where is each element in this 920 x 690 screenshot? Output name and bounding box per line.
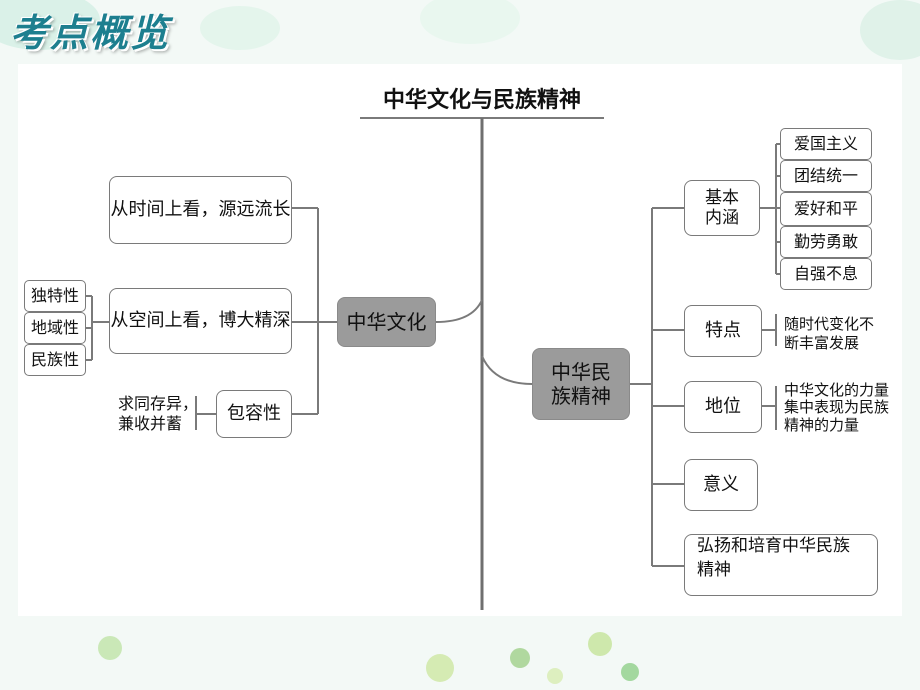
connotation-diligence: 勤劳勇敢 <box>780 226 872 258</box>
trait-uniqueness: 独特性 <box>24 280 86 312</box>
node-inclusiveness: 包容性 <box>216 390 292 438</box>
section-title: 考点概览 <box>10 11 171 55</box>
node-national-spirit-line-2: 族精神 <box>551 384 611 408</box>
node-space-perspective-label: 从空间上看，博大精深 <box>110 310 291 332</box>
connotation-unity-label: 团结统一 <box>793 166 858 186</box>
connotation-patriotism-label: 爱国主义 <box>793 134 858 154</box>
root-node: 中华文化与民族精神 <box>382 88 581 113</box>
node-significance-label: 意义 <box>703 474 739 496</box>
trait-uniqueness-label: 独特性 <box>30 286 79 306</box>
connotation-unity: 团结统一 <box>780 160 872 192</box>
trait-ethnicity-label: 民族性 <box>30 350 79 370</box>
node-promote-spirit-line-1: 弘扬和培育中华民族 <box>697 536 850 556</box>
inclusive-note: 求同存异， 兼收并蓄 <box>118 394 198 434</box>
node-basic-connotation-line-1: 基本 <box>705 187 739 208</box>
node-features: 特点 <box>684 305 762 357</box>
node-basic-connotation-line-2: 内涵 <box>705 208 739 228</box>
connotation-patriotism: 爱国主义 <box>780 128 872 160</box>
leaf-decoration-top <box>0 0 920 60</box>
connotation-peace: 爱好和平 <box>780 192 872 226</box>
trait-regionality: 地域性 <box>24 312 86 344</box>
features-note: 随时代变化不 断丰富发展 <box>784 315 896 353</box>
node-status-label: 地位 <box>705 396 741 418</box>
inclusive-note-line-2: 兼收并蓄 <box>118 414 183 433</box>
node-space-perspective: 从空间上看，博大精深 <box>109 288 292 354</box>
node-promote-spirit: 弘扬和培育中华民族 精神 <box>684 534 878 596</box>
flower-decoration-bottom <box>98 632 639 684</box>
status-note: 中华文化的力量 集中表现为民族 精神的力量 <box>784 381 902 434</box>
inclusive-note-line-1: 求同存异， <box>118 394 199 413</box>
node-chinese-culture-label: 中华文化 <box>346 310 427 334</box>
node-inclusiveness-label: 包容性 <box>227 403 281 425</box>
connotation-diligence-label: 勤劳勇敢 <box>793 232 858 252</box>
connotation-peace-label: 爱好和平 <box>793 199 858 219</box>
status-note-line-3: 精神的力量 <box>784 415 860 434</box>
node-time-perspective: 从时间上看，源远流长 <box>109 176 292 244</box>
node-national-spirit: 中华民 族精神 <box>532 348 630 420</box>
connotation-self-improvement: 自强不息 <box>780 258 872 290</box>
features-note-line-1: 随时代变化不 <box>784 315 875 333</box>
trait-ethnicity: 民族性 <box>24 344 86 376</box>
trait-regionality-label: 地域性 <box>30 318 79 338</box>
node-time-perspective-label: 从时间上看，源远流长 <box>110 199 291 221</box>
node-features-label: 特点 <box>705 320 741 342</box>
status-note-line-2: 集中表现为民族 <box>784 398 890 417</box>
node-status: 地位 <box>684 381 762 433</box>
node-significance: 意义 <box>684 459 758 511</box>
features-note-line-2: 断丰富发展 <box>784 333 860 352</box>
node-chinese-culture: 中华文化 <box>337 297 436 347</box>
node-national-spirit-line-1: 中华民 <box>551 360 611 384</box>
node-promote-spirit-line-2: 精神 <box>697 559 731 580</box>
connotation-self-improvement-label: 自强不息 <box>793 264 858 284</box>
node-basic-connotation: 基本 内涵 <box>684 180 760 236</box>
status-note-line-1: 中华文化的力量 <box>784 381 890 399</box>
